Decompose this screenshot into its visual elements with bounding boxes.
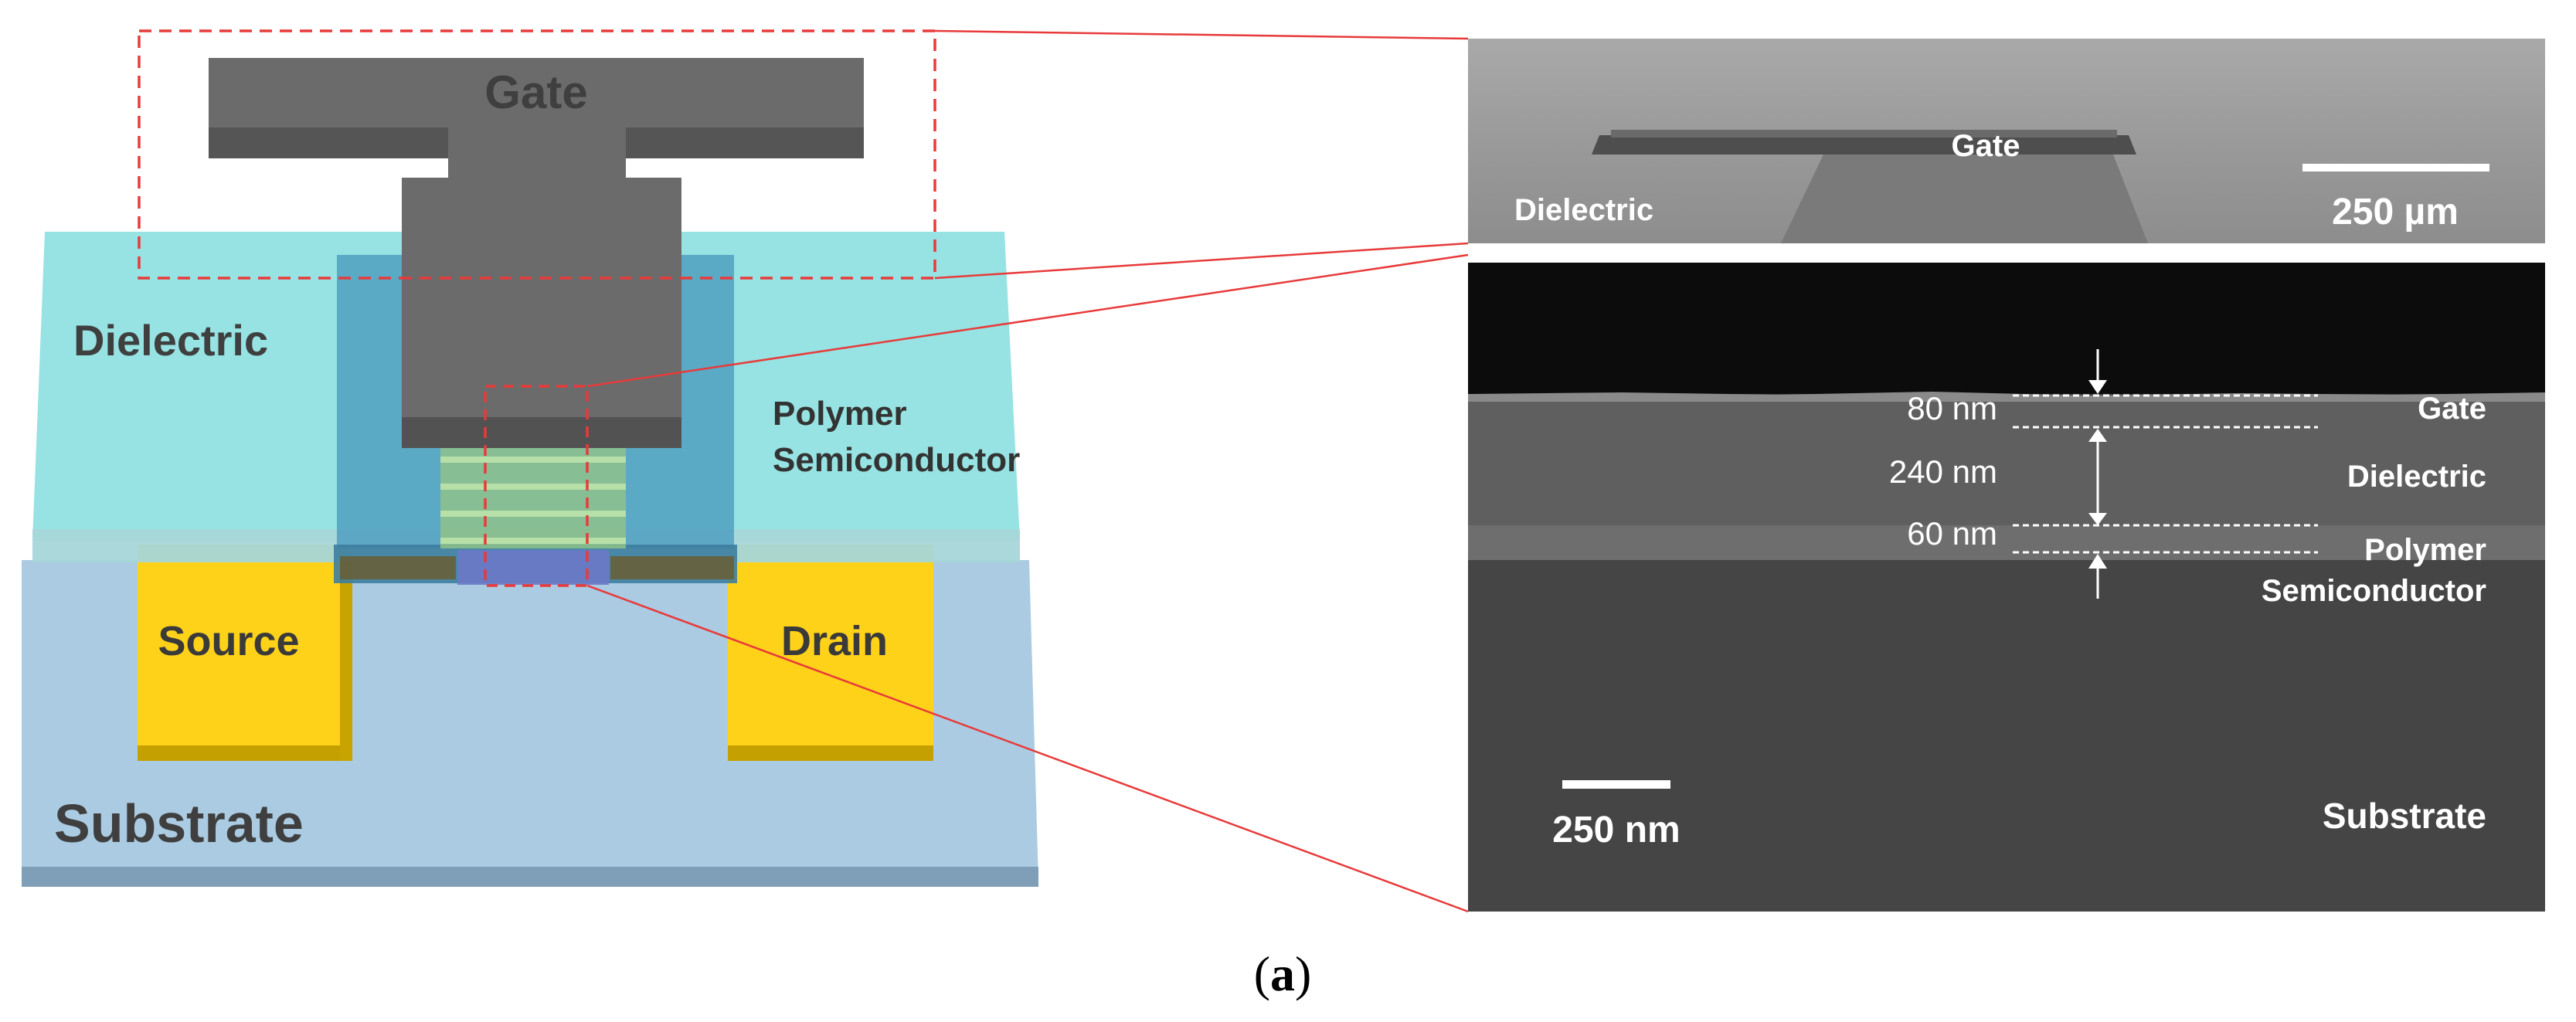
schematic-dielectric-label: Dielectric — [73, 316, 268, 365]
caption-close-paren: ) — [1295, 946, 1311, 1001]
gate-thickness-label: 80 nm — [1907, 390, 1997, 426]
callout-connectors — [586, 29, 1469, 913]
sem-top-view: Gate Dielectric 250 µm — [1468, 39, 2545, 243]
schematic-polymer-label-2: Semiconductor — [773, 441, 1020, 479]
channel-callout-box — [484, 385, 589, 587]
polymer-thickness-label: 60 nm — [1907, 515, 1997, 552]
schematic-source-label: Source — [158, 618, 299, 664]
channel-lines — [440, 440, 626, 548]
schematic-drain-label: Drain — [781, 618, 888, 664]
schematic-polymer-label-1: Polymer — [773, 395, 907, 433]
cross-dielectric-label: Dielectric — [2347, 460, 2486, 494]
drain-electrode — [728, 545, 933, 761]
device-schematic: Gate Dielectric Polymer Semiconductor So… — [22, 29, 1038, 887]
interface-lines — [2013, 394, 2318, 554]
caption-letter: a — [1270, 946, 1295, 1001]
cross-gate-label: Gate — [2418, 392, 2486, 426]
dielectric-thickness-label: 240 nm — [1889, 453, 1997, 490]
sem-top-scale-label: 250 µm — [2332, 192, 2459, 233]
sem-cross-scale-bar — [1562, 780, 1670, 789]
figure-caption: (a) — [1254, 946, 1312, 1001]
sem-top-gate-label: Gate — [1952, 129, 2020, 163]
schematic-substrate-label: Substrate — [54, 793, 304, 854]
thickness-arrows — [2088, 349, 2107, 599]
sem-cross-section: 80 nm 240 nm 60 nm Gate Dielectric Polym… — [1468, 263, 2545, 912]
source-electrode — [138, 545, 352, 761]
sem-top-dielectric-label: Dielectric — [1514, 193, 1653, 227]
sem-top-scale-bar — [2302, 164, 2489, 171]
schematic-gate-label: Gate — [484, 66, 587, 118]
cross-polymer-label-2: Semiconductor — [2262, 574, 2486, 608]
cross-substrate-label: Substrate — [2323, 796, 2486, 836]
cross-polymer-label-1: Polymer — [2364, 533, 2486, 567]
sem-cross-scale-label: 250 nm — [1552, 810, 1680, 851]
gate-electrode — [209, 58, 864, 448]
caption-open-paren: ( — [1254, 946, 1270, 1001]
